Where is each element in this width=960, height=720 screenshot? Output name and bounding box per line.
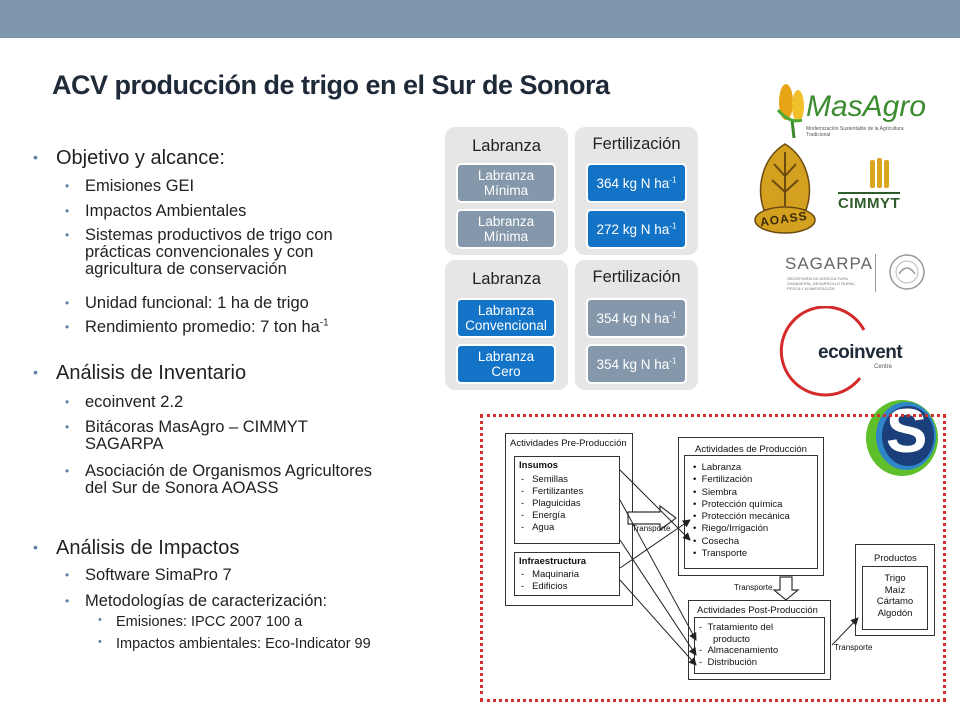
production-item: • Siembra	[693, 486, 737, 498]
post-item-1: - Tratamiento del	[699, 622, 774, 633]
panel-title: Fertilización	[592, 135, 681, 153]
producto-item: Trigo	[884, 573, 906, 584]
insumo-item: - Fertilizantes	[521, 486, 584, 497]
transporte-label-3: Transporte	[834, 643, 873, 652]
production-list: • Labranza• Fertilización• Siembra• Prot…	[693, 462, 790, 560]
panel-fertilizacion-2: Fertilización 354 kg N ha-1 354 kg N ha-…	[575, 260, 698, 390]
panel-title: Labranza	[472, 270, 541, 288]
production-item: • Protección mecánica	[693, 511, 790, 523]
aoass-logo: AOASS	[750, 140, 820, 240]
top-bar	[0, 0, 960, 38]
sagarpa-logo: SAGARPA SECRETARÍA DE AGRICULTURA,GANADE…	[783, 250, 928, 296]
production-item: • Labranza	[693, 462, 742, 473]
cimmyt-wheat-icon	[870, 158, 889, 188]
post-item-2: - Almacenamiento	[699, 645, 779, 656]
insumo-item: - Semillas	[521, 474, 568, 485]
aoass-seal-icon	[754, 143, 816, 234]
mexico-seal-icon	[889, 254, 925, 290]
infra-item: - Maquinaria	[521, 569, 580, 580]
cimmyt-logo: CIMMYT	[838, 158, 923, 214]
infra-item: - Edificios	[521, 581, 568, 592]
box-fert-272: 272 kg N ha-1	[586, 209, 687, 249]
insumos-list: - Semillas- Fertilizantes- Plaguicidas- …	[521, 474, 583, 534]
producto-item: Cártamo	[876, 596, 914, 607]
ecoinvent-logo: ecoinvent Centre	[768, 306, 913, 398]
ecoinvent-arc-icon	[779, 306, 866, 397]
box-fert-364: 364 kg N ha-1	[586, 163, 687, 203]
transporte-label-1: Transporte	[632, 524, 671, 533]
simapro-icon	[866, 400, 938, 476]
transporte-label-2: Transporte	[734, 583, 773, 592]
production-item: • Protección química	[693, 498, 783, 510]
post-item-1-cont: producto	[713, 633, 750, 645]
insumo-item: - Plaguicidas	[521, 498, 581, 509]
infraestructura-box: Infraestructura - Maquinaria- Edificios	[514, 552, 620, 596]
wheat-icon	[776, 84, 804, 138]
panel-title: Fertilización	[592, 268, 681, 286]
post-production-list-box: - Tratamiento del producto - Almacenamie…	[694, 617, 825, 674]
infra-list: - Maquinaria- Edificios	[521, 569, 579, 593]
producto-item: Maíz	[884, 584, 906, 596]
insumo-item: - Energía	[521, 510, 566, 521]
insumo-item: - Agua	[521, 522, 555, 533]
panel-title: Labranza	[472, 137, 541, 155]
production-list-box: • Labranza• Fertilización• Siembra• Prot…	[684, 455, 818, 569]
box-fert-354-a: 354 kg N ha-1	[586, 298, 687, 338]
insumos-box: Insumos - Semillas- Fertilizantes- Plagu…	[514, 456, 620, 544]
producto-item: Algodón	[877, 607, 913, 619]
production-item: • Transporte	[693, 548, 748, 560]
box-fert-354-b: 354 kg N ha-1	[586, 344, 687, 384]
production-item: • Riego/Irrigación	[693, 523, 769, 535]
production-item: • Cosecha	[693, 535, 740, 547]
simapro-logo: S	[862, 397, 942, 478]
flow-diagram-frame	[480, 414, 946, 702]
post-item-3: - Distribución	[699, 656, 758, 668]
slide-title: ACV producción de trigo en el Sur de Son…	[52, 70, 610, 100]
masagro-logo: MasAgro Modernización Sustentable de la …	[772, 80, 926, 140]
production-item: • Fertilización	[693, 474, 753, 486]
panel-fertilizacion-1: Fertilización 364 kg N ha-1 272 kg N ha-…	[575, 127, 698, 255]
